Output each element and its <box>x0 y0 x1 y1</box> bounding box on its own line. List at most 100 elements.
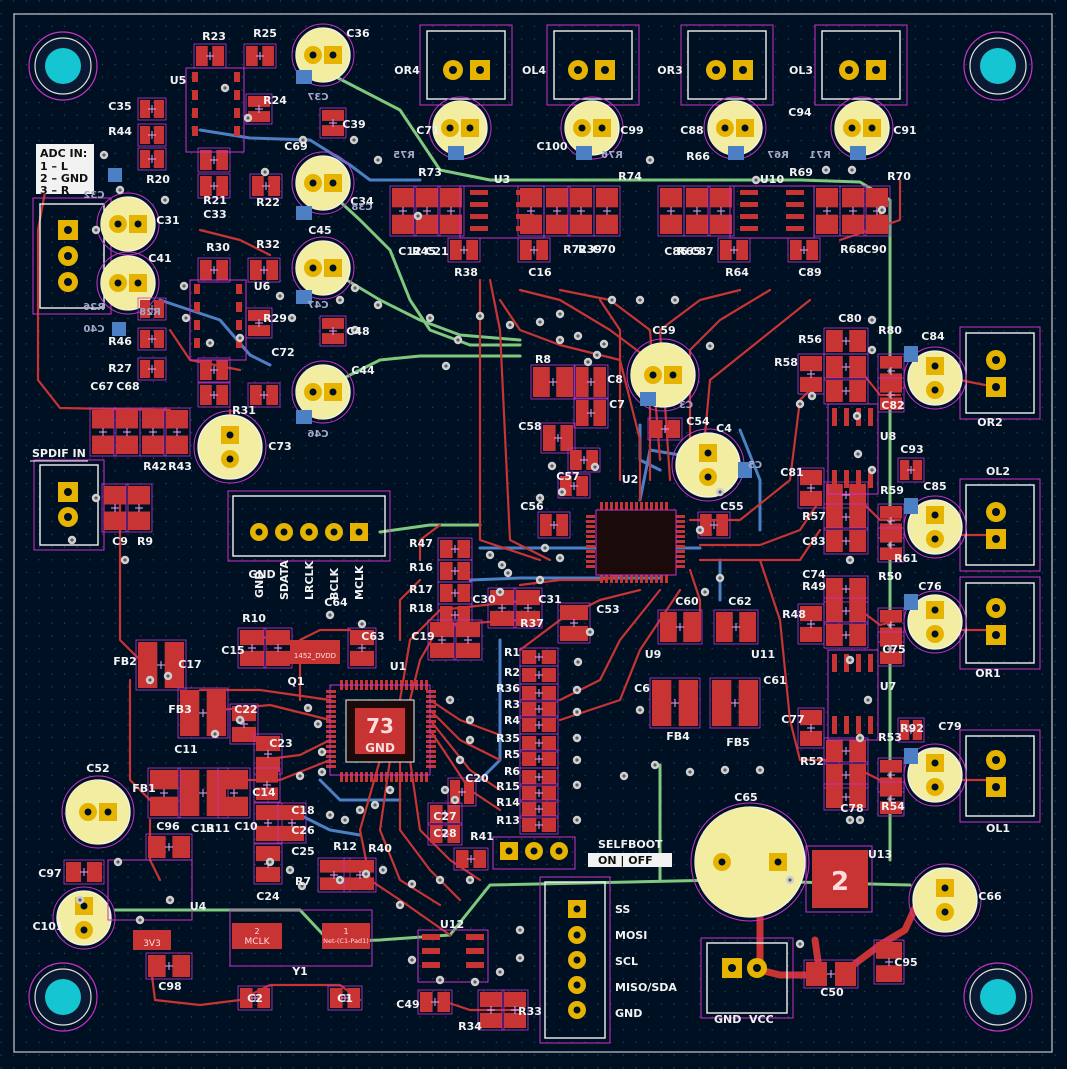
ref-c85: C85 <box>923 480 946 493</box>
ref-r35: R35 <box>496 732 520 745</box>
ref-c25: C25 <box>291 845 314 858</box>
smd-footprint <box>647 417 683 441</box>
ic-pin <box>620 502 623 511</box>
back-pad <box>576 146 592 160</box>
spi-pin-gnd: GND <box>615 1007 642 1020</box>
ic-pin <box>740 214 758 219</box>
selfboot-jumper[interactable] <box>492 836 576 870</box>
smd-footprint <box>567 447 601 473</box>
ref-c31: C31 <box>538 593 561 606</box>
ic-pin <box>326 765 336 768</box>
ref-back-c3: C3 <box>679 400 693 411</box>
ref-c11: C11 <box>174 743 197 756</box>
smd-footprint <box>197 173 231 199</box>
ic-pin <box>844 470 849 488</box>
adc-input-connector[interactable] <box>32 197 112 315</box>
ic-pin <box>650 502 653 511</box>
smd-footprint <box>437 581 473 605</box>
spi-header[interactable] <box>539 876 611 1044</box>
ref-c87: C87 <box>690 245 713 258</box>
ic-pin <box>426 730 436 733</box>
smd-footprint <box>797 707 825 749</box>
ic-pin <box>426 715 436 718</box>
ref-c73: C73 <box>268 440 291 453</box>
smd-footprint <box>139 407 167 457</box>
ic-pin <box>868 716 873 734</box>
board-outline <box>13 13 1053 1053</box>
ic-pin <box>326 735 336 738</box>
u6-body <box>189 279 247 361</box>
smd-footprint <box>197 257 231 283</box>
smd-footprint <box>519 715 559 735</box>
ref-c15: C15 <box>221 644 244 657</box>
smd-footprint <box>823 597 869 625</box>
ref-u1: U1 <box>390 660 407 673</box>
smd-footprint <box>137 123 167 147</box>
spi-pin-miso: MISO/SDA <box>615 981 677 994</box>
ic-pin <box>640 502 643 511</box>
electrolytic-cap <box>690 802 810 922</box>
connector-or3[interactable] <box>687 30 767 100</box>
ref-gnd: GND <box>248 568 275 581</box>
smd-footprint <box>823 527 869 555</box>
ref-or1: OR1 <box>975 667 1000 680</box>
ic-pin <box>586 530 595 533</box>
power-connector[interactable] <box>700 937 794 1019</box>
ic-pin <box>470 190 488 195</box>
ic-pin <box>516 214 534 219</box>
connector-or4[interactable] <box>426 30 506 100</box>
ref-or3: OR3 <box>657 64 682 77</box>
ic-pin <box>236 338 242 348</box>
ref-r21: R21 <box>203 194 227 207</box>
ref-r14: R14 <box>496 796 520 809</box>
ic-pin <box>665 502 668 511</box>
smd-footprint <box>501 989 529 1031</box>
u13-body <box>805 845 873 913</box>
ref-c69: C69 <box>284 140 307 153</box>
u7-body <box>827 649 879 741</box>
connector-ol3[interactable] <box>821 30 901 100</box>
ref-c64: C64 <box>324 596 348 609</box>
u1-pad-net: GND <box>365 741 395 755</box>
connector-ol4[interactable] <box>553 30 633 100</box>
smd-footprint <box>709 677 761 729</box>
ic-pin <box>844 408 849 426</box>
ref-r68: R68 <box>840 243 864 256</box>
ref-c49: C49 <box>396 998 419 1011</box>
smd-footprint <box>839 185 867 237</box>
smd-footprint <box>519 815 559 835</box>
ic-pin <box>610 502 613 511</box>
ic-pin <box>844 716 849 734</box>
electrolytic-cap <box>96 192 160 256</box>
spdif-connector[interactable] <box>33 459 105 551</box>
ref-c23: C23 <box>269 737 292 750</box>
ref-u6: U6 <box>254 280 271 293</box>
ref-r41: R41 <box>470 830 494 843</box>
ic-pin <box>395 772 398 782</box>
smd-footprint <box>427 802 463 826</box>
ref-r44: R44 <box>108 125 132 138</box>
ref-r53: R53 <box>878 731 902 744</box>
ref-r17: R17 <box>409 583 433 596</box>
back-pad <box>640 392 656 406</box>
ref-r45: R45 <box>412 245 436 258</box>
back-pad <box>296 290 312 304</box>
ic-pin <box>740 202 758 207</box>
ic-pin <box>426 765 436 768</box>
ref-u3: U3 <box>494 173 511 186</box>
smd-footprint <box>519 733 559 753</box>
ic-pin <box>786 202 804 207</box>
ic-pin <box>786 214 804 219</box>
ic-pin <box>426 690 436 693</box>
smd-footprint <box>517 237 551 263</box>
ic-pin <box>326 755 336 758</box>
smd-footprint <box>519 647 559 667</box>
y1-pad-mclk: MCLK <box>245 937 271 947</box>
ref-c71: C71 <box>416 124 439 137</box>
selfboot-options: ON | OFF <box>598 854 653 867</box>
back-pad <box>728 146 744 160</box>
smd-footprint <box>519 683 559 703</box>
ref-r64: R64 <box>725 266 749 279</box>
i2s-header[interactable] <box>227 490 391 562</box>
